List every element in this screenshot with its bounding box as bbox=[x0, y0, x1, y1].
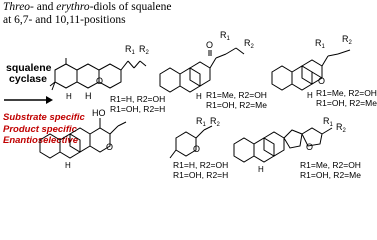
product-3-skeleton bbox=[271, 49, 351, 91]
p5-subst-1: R1=H, R2=OH bbox=[173, 160, 228, 170]
p3-o: O bbox=[318, 76, 325, 86]
product-4-skeleton bbox=[39, 118, 127, 159]
p6-subst-2: R1=OH, R2=Me bbox=[300, 170, 361, 180]
p5-subst-2: R1=OH, R2=H bbox=[173, 170, 228, 180]
enzyme-label-line2: cyclase bbox=[9, 73, 47, 85]
p5-r1: R1 bbox=[196, 116, 207, 128]
p3-subst-1: R1=Me, R2=OH bbox=[316, 88, 377, 98]
p4-o: O bbox=[106, 142, 113, 152]
p1-r2: R2 bbox=[139, 44, 150, 56]
title-threo: Threo- bbox=[3, 1, 34, 13]
p6-h: H bbox=[258, 165, 264, 174]
p2-r2: R2 bbox=[244, 38, 255, 50]
p1-subst-1: R1=H, R2=OH bbox=[110, 94, 165, 104]
p6-r2: R2 bbox=[336, 122, 347, 134]
p1-h2: H bbox=[66, 92, 72, 101]
enzyme-label-line1: squalene bbox=[6, 62, 52, 74]
product-2-skeleton bbox=[159, 47, 245, 93]
p2-r1: R1 bbox=[220, 30, 231, 42]
p1-o: O bbox=[96, 76, 103, 86]
p2-subst-1: R1=Me, R2=OH bbox=[206, 90, 267, 100]
p6-o: O bbox=[306, 142, 313, 152]
title-rest: -diols of squalene at 6,7- and 10,11-pos… bbox=[3, 1, 172, 26]
p5-r2: R2 bbox=[210, 116, 221, 128]
title-erythro: erythro bbox=[56, 1, 90, 13]
title-and: and bbox=[33, 1, 57, 13]
p4-ho: HO bbox=[92, 108, 106, 118]
product-6-skeleton bbox=[233, 127, 333, 163]
p6-r1: R1 bbox=[323, 116, 334, 128]
p3-subst-2: R1=OH, R2=Me bbox=[316, 98, 377, 108]
p2-o: O bbox=[206, 40, 213, 50]
property-substrate: Substrate specific bbox=[3, 112, 85, 123]
p3-h: H bbox=[307, 91, 313, 100]
p2-h: H bbox=[196, 92, 202, 101]
p1-subst-2: R1=OH, R2=H bbox=[110, 104, 165, 114]
product-1-skeleton bbox=[49, 58, 147, 91]
p6-subst-1: R1=Me, R2=OH bbox=[300, 160, 361, 170]
p2-subst-2: R1=OH, R2=Me bbox=[206, 100, 267, 110]
figure-canvas: Threo- and erythro-diols of squalene at … bbox=[3, 1, 377, 180]
p1-h: H bbox=[85, 91, 92, 101]
p5-o: O bbox=[193, 144, 200, 154]
product-5-skeleton bbox=[169, 125, 213, 159]
p3-r2: R2 bbox=[342, 34, 353, 46]
p1-r1: R1 bbox=[125, 44, 136, 56]
property-product: Product specific bbox=[3, 123, 77, 135]
enzyme-label: squalene cyclase bbox=[6, 62, 52, 85]
p4-h: H bbox=[65, 161, 71, 170]
structures-drawing: R1 R2 O H H R1 R2 O H R1 R2 O H HO O H R… bbox=[39, 30, 377, 180]
reaction-arrow bbox=[4, 96, 53, 104]
figure-title: Threo- and erythro-diols of squalene at … bbox=[3, 1, 173, 27]
p3-r1: R1 bbox=[315, 38, 326, 50]
